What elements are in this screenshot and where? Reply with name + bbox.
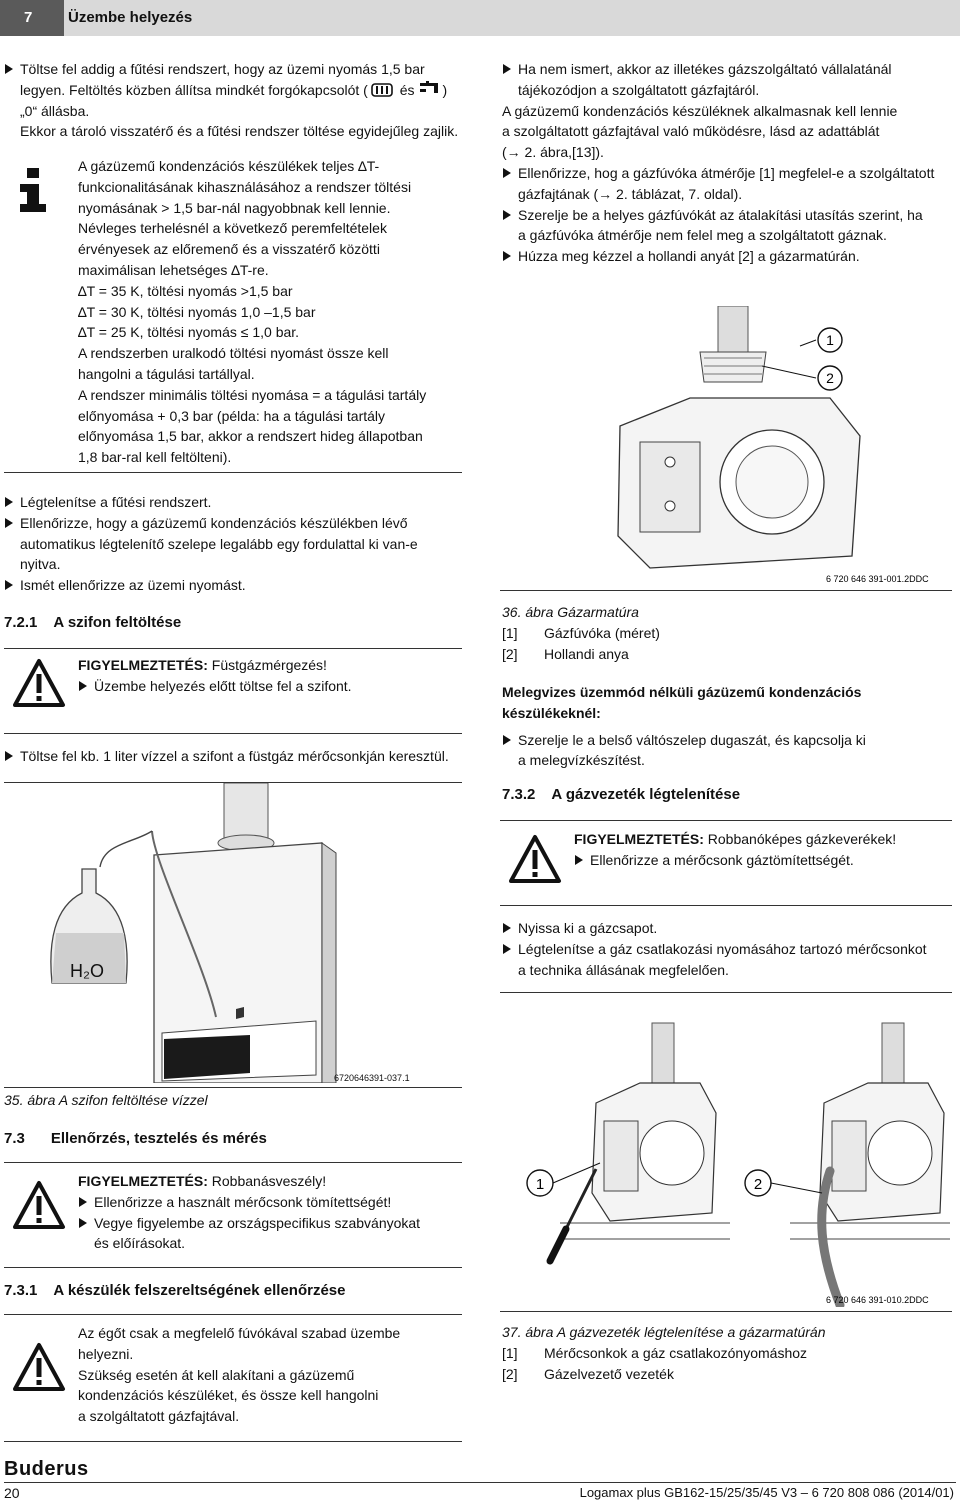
info-note: A gázüzemű kondenzációs készülékek telje…: [78, 158, 427, 466]
fill-instruction: Töltse fel addig a fűtési rendszert, hog…: [4, 59, 464, 142]
legend-item: [2]Hollandi anya: [502, 645, 629, 662]
callout-1: 1: [826, 332, 834, 348]
siphon-fill-instruction: Töltse fel kb. 1 liter vízzel a szifont …: [4, 746, 464, 767]
legend-item: [1]Gázfúvóka (méret): [502, 624, 660, 641]
info-icon: [8, 160, 58, 216]
footer-divider: [4, 1482, 956, 1483]
tap-icon: [418, 80, 440, 97]
chapter-title: Üzembe helyezés: [64, 0, 960, 36]
divider: [4, 472, 462, 473]
figure-37-caption: 37. ábra A gázvezeték légtelenítése a gá…: [502, 1324, 826, 1340]
gas-valve-illustration: 1 2 6 720 646 391-001.2DDC: [617, 306, 929, 584]
warning-triangle-icon: [508, 833, 562, 887]
page-number: 20: [4, 1485, 20, 1501]
supplier-instruction: Ha nem ismert, akkor az illetékes gázszo…: [502, 59, 952, 80]
warning-triangle-icon: [12, 1341, 66, 1395]
tighten-instruction: Húzza meg kézzel a hollandi anyát [2] a …: [502, 246, 952, 267]
callout-2: 2: [826, 370, 834, 386]
callout-2: 2: [754, 1176, 762, 1193]
vent-instruction: Légtelenítse a gáz csatlakozási nyomásáh…: [502, 939, 952, 960]
warning-box-poisoning: FIGYELMEZTETÉS: Füstgázmérgezés! Üzembe …: [4, 648, 462, 734]
warning-box-nozzle: Az égőt csak a megfelelő fúvókával szaba…: [4, 1314, 462, 1442]
nozzle-check-instruction: Ellenőrizze, hog a gázfúvóka átmérője [1…: [502, 163, 952, 184]
figure-36-caption: 36. ábra Gázarmatúra: [502, 604, 639, 620]
callout-1: 1: [536, 1176, 544, 1193]
chapter-number: 7: [0, 0, 64, 36]
warning-box-gas-mixture: FIGYELMEZTETÉS: Robbanóképes gázkeveréke…: [500, 820, 952, 906]
figure-37: 1 2 6 720 646 391-010.2DDC: [500, 992, 952, 1312]
figure-36-code: 6 720 646 391-001.2DDC: [826, 574, 929, 584]
figure-35-code: 6720646391-037.1: [334, 1073, 410, 1083]
pressure-instruction: Ismét ellenőrizze az üzemi nyomást.: [4, 575, 464, 596]
legend-item: [2]Gázelvezető vezeték: [502, 1365, 674, 1382]
brand-logo: Buderus: [4, 1458, 89, 1480]
nozzle-install-instruction: Szerelje be a helyes gázfúvókát az átala…: [502, 205, 952, 226]
gas-line-venting-illustration: 1 2 6 720 646 391-010.2DDC: [526, 1022, 950, 1307]
hotwater-instruction: Szerelje le a belső váltószelep dugaszát…: [502, 730, 952, 751]
bleed-instruction: Légtelenítse a fűtési rendszert.: [4, 492, 464, 513]
figure-36: 1 2 6 720 646 391-001.2DDC: [500, 306, 952, 591]
radiator-icon: [371, 82, 393, 97]
siphon-fill-illustration: H₂O 6720646391-037.1: [50, 783, 410, 1083]
warning-box-explosion: FIGYELMEZTETÉS: Robbanásveszély! Ellenőr…: [4, 1162, 462, 1268]
hotwater-heading: Melegvizes üzemmód nélküli gázüzemű kond…: [502, 684, 862, 700]
suitability-text: A gázüzemű kondenzációs készüléknek alka…: [502, 102, 898, 119]
warning-triangle-icon: [12, 1179, 66, 1233]
warning-triangle-icon: [12, 657, 66, 711]
check-valve-instruction: Ellenőrizze, hogy a gázüzemű kondenzáció…: [4, 513, 464, 534]
legend-item: [1]Mérőcsonkok a gáz csatlakozónyomáshoz: [502, 1344, 808, 1361]
svg-text:H₂O: H₂O: [70, 961, 104, 981]
document-reference: Logamax plus GB162-15/25/35/45 V3 – 6 72…: [579, 1485, 954, 1500]
figure-35: H₂O 6720646391-037.1: [4, 782, 462, 1088]
figure-35-caption: 35. ábra A szifon feltöltése vízzel: [4, 1092, 208, 1108]
open-tap-instruction: Nyissa ki a gázcsapot.: [502, 918, 952, 939]
figure-37-code: 6 720 646 391-010.2DDC: [826, 1295, 929, 1305]
